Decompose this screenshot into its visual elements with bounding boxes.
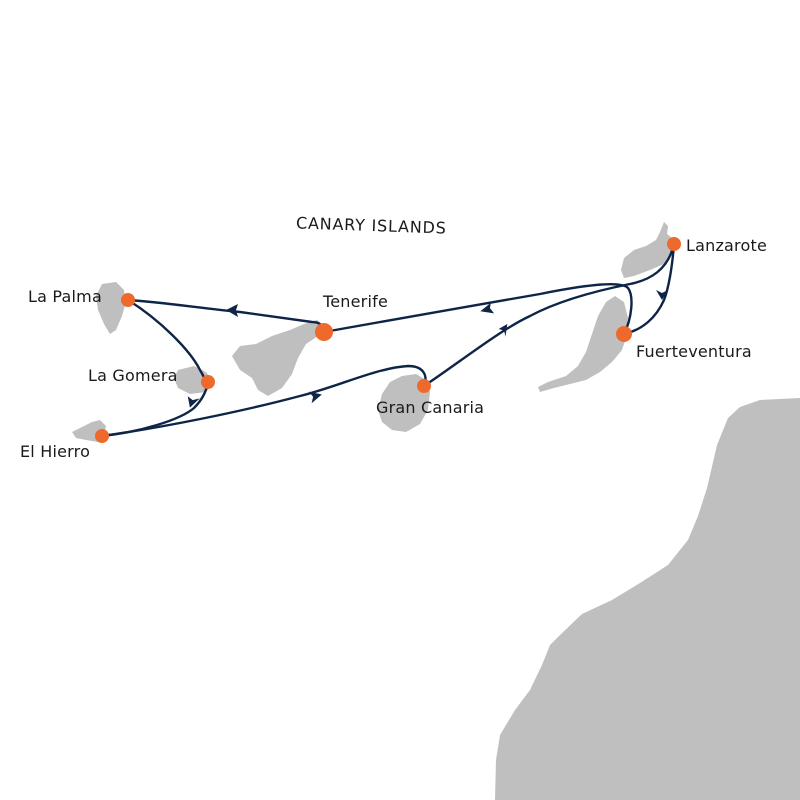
- port-marker-fuerteventura[interactable]: [616, 326, 632, 342]
- land-gran-canaria: [378, 374, 430, 432]
- port-label-el-hierro[interactable]: El Hierro: [20, 442, 91, 461]
- land-la-palma: [96, 282, 126, 334]
- direction-arrow-icon: [187, 396, 200, 408]
- port-marker-el-hierro[interactable]: [95, 429, 109, 443]
- port-label-la-gomera[interactable]: La Gomera: [88, 366, 178, 385]
- land-tenerife: [232, 320, 324, 396]
- port-marker-gran-canaria[interactable]: [417, 379, 431, 393]
- route-segment-el-hierro-gran-canaria: [100, 364, 427, 438]
- port-label-tenerife[interactable]: Tenerife: [323, 292, 388, 311]
- direction-arrow-icon: [480, 302, 495, 314]
- route-segment-tenerife-la-palma: [126, 298, 326, 334]
- direction-arrow-icon: [226, 304, 238, 317]
- port-marker-la-palma[interactable]: [121, 293, 135, 307]
- direction-arrow-icon: [656, 290, 668, 300]
- port-label-fuerteventura[interactable]: Fuerteventura: [636, 342, 752, 361]
- port-label-la-palma[interactable]: La Palma: [28, 287, 102, 306]
- port-marker-lanzarote[interactable]: [667, 237, 681, 251]
- direction-arrow-icon: [498, 324, 508, 337]
- port-markers: [95, 237, 681, 443]
- route-segment-fuerteventura-tenerife: [322, 283, 633, 336]
- land-lanzarote: [621, 222, 676, 278]
- route-segment-gran-canaria-lanzarote: [422, 242, 676, 388]
- port-label-lanzarote[interactable]: Lanzarote: [686, 236, 767, 255]
- direction-arrow-icon: [308, 391, 322, 404]
- land-africa-mainland: [495, 398, 800, 800]
- landmasses: [72, 222, 800, 800]
- port-marker-la-gomera[interactable]: [201, 375, 215, 389]
- route-segment-lanzarote-fuerteventura: [622, 242, 676, 336]
- port-label-gran-canaria[interactable]: Gran Canaria: [376, 398, 485, 417]
- port-marker-tenerife[interactable]: [315, 323, 333, 341]
- direction-arrows: [187, 290, 668, 408]
- land-fuerteventura: [538, 296, 628, 392]
